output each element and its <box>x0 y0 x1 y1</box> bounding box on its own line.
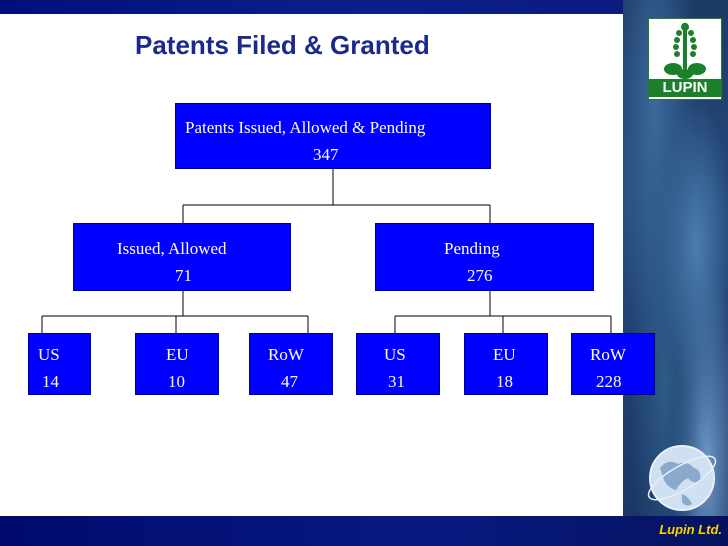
lupin-logo: LUPIN <box>648 18 722 100</box>
globe-icon <box>647 445 717 511</box>
node-issued-value: 71 <box>175 266 192 285</box>
node-issued-us-value: 14 <box>42 372 59 391</box>
footer-brand: Lupin Ltd. <box>659 522 722 537</box>
node-issued-us-label: US <box>38 345 60 364</box>
node-pending-us-label: US <box>384 345 406 364</box>
top-bar <box>0 0 728 14</box>
node-pending-row: RoW 228 <box>571 333 655 395</box>
node-pending-us: US 31 <box>356 333 440 395</box>
node-root-label: Patents Issued, Allowed & Pending <box>185 118 426 137</box>
node-issued-row-label: RoW <box>268 345 304 364</box>
node-pending: Pending 276 <box>375 223 594 291</box>
node-pending-value: 276 <box>467 266 493 285</box>
lupin-plant-icon <box>664 23 706 79</box>
node-pending-row-value: 228 <box>596 372 622 391</box>
logo-text: LUPIN <box>649 79 721 97</box>
node-pending-us-value: 31 <box>388 372 405 391</box>
node-issued-row-value: 47 <box>281 372 298 391</box>
node-pending-row-label: RoW <box>590 345 626 364</box>
node-issued-eu: EU 10 <box>135 333 219 395</box>
node-pending-label: Pending <box>444 239 500 258</box>
node-root-value: 347 <box>313 145 339 164</box>
node-issued: Issued, Allowed 71 <box>73 223 291 291</box>
node-issued-label: Issued, Allowed <box>117 239 227 258</box>
node-issued-row: RoW 47 <box>249 333 333 395</box>
bottom-bar <box>0 516 728 546</box>
node-pending-eu-value: 18 <box>496 372 513 391</box>
node-issued-eu-label: EU <box>166 345 189 364</box>
node-issued-eu-value: 10 <box>168 372 185 391</box>
node-pending-eu: EU 18 <box>464 333 548 395</box>
slide-title: Patents Filed & Granted <box>135 30 430 60</box>
node-root: Patents Issued, Allowed & Pending 347 <box>175 103 491 169</box>
node-pending-eu-label: EU <box>493 345 516 364</box>
node-issued-us: US 14 <box>28 333 91 395</box>
